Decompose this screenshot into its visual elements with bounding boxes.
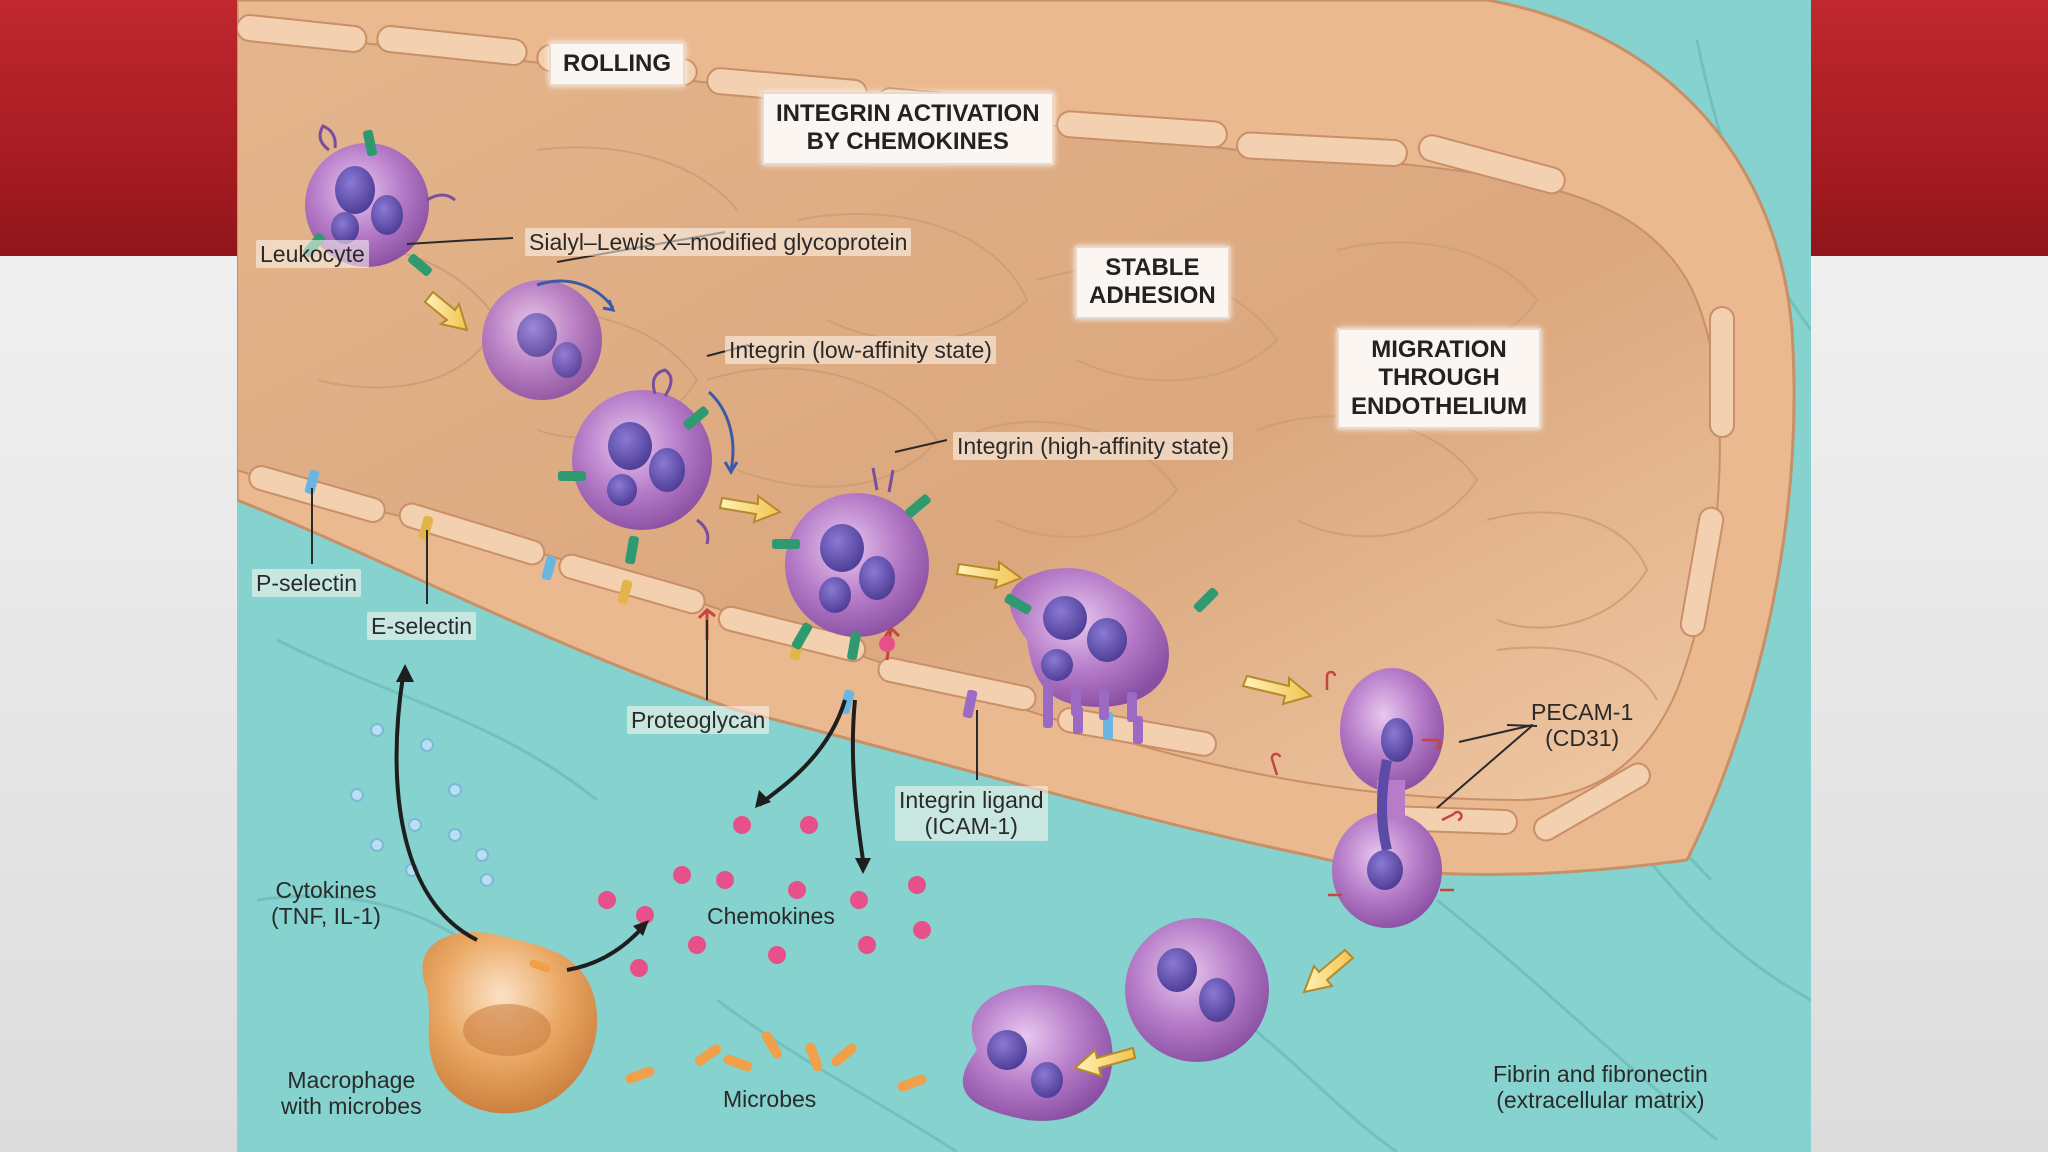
slide-red-band-left <box>0 0 238 256</box>
stage-integrin-activation-line-1: INTEGRIN ACTIVATION <box>776 100 1040 127</box>
leukocyte-migrating <box>1332 668 1444 928</box>
stage-stable-adhesion: STABLE ADHESION <box>1075 246 1230 319</box>
label-integrin-high-affinity: Integrin (high-affinity state) <box>953 432 1233 461</box>
leukocyte-4 <box>772 467 931 661</box>
leukocyte-5 <box>1004 568 1219 722</box>
stage-migration-line-1: MIGRATION <box>1371 336 1507 363</box>
stage-migration-line-3: ENDOTHELIUM <box>1351 392 1527 420</box>
signal-arrowheads <box>396 664 871 936</box>
macrophage <box>422 932 598 1114</box>
leukocyte-3 <box>558 368 712 565</box>
label-cytokines-line-1: Cytokines <box>275 877 377 903</box>
label-integrin-ligand: Integrin ligand (ICAM-1) <box>895 786 1048 841</box>
label-e-selectin: E-selectin <box>367 612 476 641</box>
label-integrin-low-affinity: Integrin (low-affinity state) <box>725 336 996 365</box>
label-integrin-ligand-line-2: (ICAM-1) <box>924 813 1018 840</box>
icam-1-ligands <box>962 689 1143 744</box>
stage-migration: MIGRATION THROUGH ENDOTHELIUM <box>1337 328 1541 429</box>
rolling-rotation-arrows <box>536 279 739 475</box>
chemokines-dots <box>598 816 931 977</box>
label-macrophage-line-2: with microbes <box>281 1093 422 1120</box>
label-macrophage-line-1: Macrophage <box>287 1067 416 1093</box>
leukocyte-2 <box>482 280 602 400</box>
label-fibrin-line-2: (extracellular matrix) <box>1496 1087 1705 1114</box>
label-sialyl-lewis-x: Sialyl–Lewis X–modified glycoprotein <box>525 228 912 257</box>
stage-rolling-text: ROLLING <box>563 50 671 77</box>
label-integrin-ligand-line-1: Integrin ligand <box>899 787 1044 813</box>
leukocyte-in-tissue-2 <box>962 985 1113 1121</box>
label-p-selectin: P-selectin <box>252 569 361 598</box>
stage-stable-adhesion-line-1: STABLE <box>1105 254 1200 281</box>
label-fibrin-fibronectin: Fibrin and fibronectin (extracellular ma… <box>1489 1060 1712 1115</box>
stage-integrin-activation-line-2: BY CHEMOKINES <box>806 128 1009 156</box>
label-pecam-1-line-1: PECAM-1 <box>1531 699 1634 725</box>
label-leukocyte: Leukocyte <box>256 240 369 269</box>
label-chemokines: Chemokines <box>707 903 835 929</box>
label-cytokines: Cytokines (TNF, IL-1) <box>267 876 385 931</box>
slide-red-band-right <box>1810 0 2048 256</box>
leukocyte-in-tissue-1 <box>1125 918 1269 1062</box>
label-fibrin-line-1: Fibrin and fibronectin <box>1493 1061 1708 1087</box>
microbes <box>625 1031 927 1092</box>
label-pecam-1-line-2: (CD31) <box>1545 725 1620 752</box>
label-microbes: Microbes <box>723 1086 817 1112</box>
stage-rolling: ROLLING <box>549 42 685 87</box>
progression-arrows <box>423 290 1355 1078</box>
label-pecam-1: PECAM-1 (CD31) <box>1527 698 1637 753</box>
stage-migration-line-2: THROUGH <box>1378 364 1500 392</box>
label-macrophage: Macrophage with microbes <box>277 1066 426 1121</box>
label-cytokines-line-2: (TNF, IL-1) <box>271 903 381 930</box>
stage-stable-adhesion-line-2: ADHESION <box>1089 282 1216 310</box>
stage-integrin-activation: INTEGRIN ACTIVATION BY CHEMOKINES <box>762 92 1054 165</box>
pecam-1-molecules <box>1270 670 1463 897</box>
leukocyte-extravasation-figure: ROLLING INTEGRIN ACTIVATION BY CHEMOKINE… <box>237 0 1811 1152</box>
figure-illustration <box>237 0 1811 1152</box>
label-proteoglycan: Proteoglycan <box>627 706 770 735</box>
